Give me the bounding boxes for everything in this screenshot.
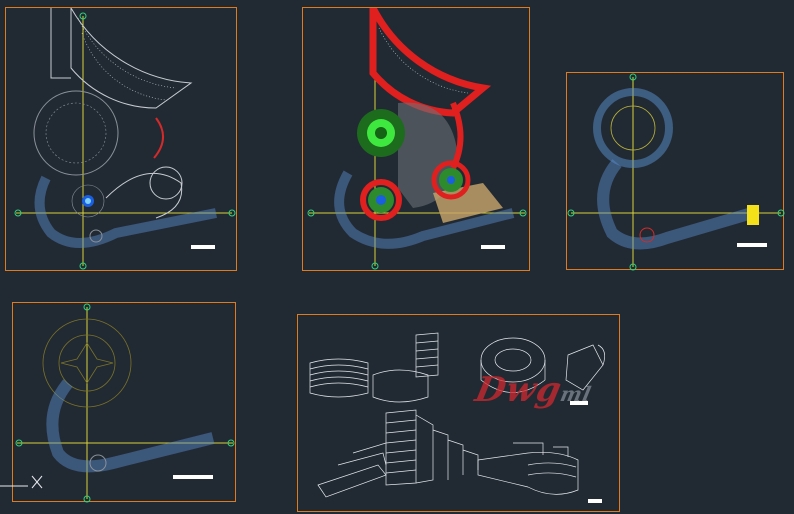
site-plan-outline-drawing bbox=[14, 8, 236, 270]
axis-bubble-icon bbox=[629, 263, 637, 271]
sheet-site-plan-outline[interactable] bbox=[5, 7, 237, 271]
axis-bubble-icon bbox=[79, 262, 87, 270]
axonometric-drawing bbox=[309, 332, 605, 498]
title-block bbox=[191, 245, 215, 249]
axis-bubble-icon bbox=[371, 262, 379, 270]
axis-bubble-icon bbox=[567, 209, 575, 217]
axis-bubble-icon bbox=[14, 209, 22, 217]
axis-bubble-icon bbox=[519, 209, 527, 217]
axis-bubble-icon bbox=[227, 439, 235, 447]
axis-bubble-icon bbox=[777, 209, 785, 217]
axis-bubble-icon bbox=[629, 73, 637, 81]
title-block bbox=[481, 245, 505, 249]
sheet-site-plan-colored[interactable] bbox=[302, 7, 530, 271]
sheet-ground-floor-plan[interactable] bbox=[12, 302, 236, 503]
ucs-axis-icon bbox=[0, 475, 43, 489]
title-block bbox=[737, 243, 767, 247]
axis-bubble-icon bbox=[15, 439, 23, 447]
axis-bubble-icon bbox=[83, 495, 91, 503]
site-plan-colored-drawing bbox=[307, 8, 527, 270]
axis-bubble-icon bbox=[228, 209, 236, 217]
upper-floor-plan-drawing bbox=[567, 73, 785, 271]
sheet-3d-axonometric-views[interactable] bbox=[297, 314, 620, 512]
title-block bbox=[570, 401, 588, 405]
title-block bbox=[588, 499, 602, 503]
ground-floor-plan-drawing bbox=[15, 303, 235, 503]
axis-bubble-icon bbox=[79, 12, 87, 20]
sheet-upper-floor-plan[interactable] bbox=[566, 72, 785, 271]
axis-bubble-icon bbox=[307, 209, 315, 217]
axis-bubble-icon bbox=[83, 303, 91, 311]
title-block bbox=[173, 475, 213, 479]
watermark-logo: Dwgml bbox=[471, 370, 594, 410]
